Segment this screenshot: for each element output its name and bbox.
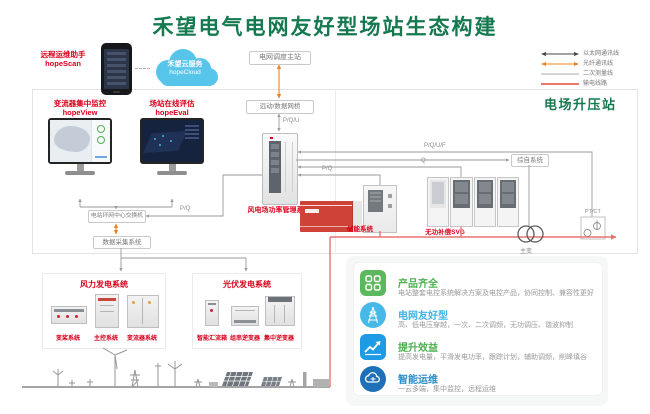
solar-array-small bbox=[261, 376, 282, 387]
power-line-sample bbox=[541, 83, 579, 85]
combiner-box-image bbox=[205, 300, 219, 326]
remote-assistant-product: hopeScan bbox=[45, 59, 81, 68]
remote-assistant-name: 远程运维助手 bbox=[40, 50, 86, 59]
phone-cloud-dashed-link bbox=[135, 68, 150, 69]
growth-chart-icon bbox=[360, 334, 386, 360]
legend-row-fiber: 光纤通讯线 bbox=[541, 59, 643, 69]
wind-turbine-mid bbox=[167, 361, 183, 387]
wind-panel-title: 风力发电系统 bbox=[80, 280, 128, 289]
solar-array-large bbox=[222, 371, 253, 387]
legend-row-measurement: 二次测量线 bbox=[541, 69, 643, 79]
feature-row-smart-om: 智能运维 一云多端，集中监控，远程运维 bbox=[360, 366, 596, 396]
data-acquisition-box: 数据采集系统 bbox=[93, 236, 151, 249]
china-map-graphic bbox=[54, 126, 90, 152]
legend: 以太网通讯线 光纤通讯线 二次测量线 输电线路 bbox=[541, 49, 643, 89]
scenery-silhouette bbox=[22, 347, 330, 388]
page-title: 禾望电气电网友好型场站生态构建 bbox=[152, 16, 498, 39]
pv-generation-panel: 光伏发电系统 智能汇流箱 组串逆变器 集中逆变器 bbox=[192, 273, 302, 349]
hopeview-monitor bbox=[48, 118, 112, 175]
cloud-label: 禾望云服务 hopeCloud bbox=[148, 60, 222, 77]
string-inverter-image bbox=[231, 306, 259, 326]
power-management-cabinet bbox=[262, 133, 298, 205]
wind-turbine-large bbox=[102, 347, 128, 387]
ethernet-line-sample bbox=[541, 52, 579, 56]
pitch-system-image bbox=[51, 306, 87, 324]
feature-row-grid-friendly: 电网友好型 高、低电压穿越，一次、二次调频，无功调压、谐波抑制 bbox=[360, 302, 596, 332]
ring-network-switch-box: 电站环网中心交换机 bbox=[88, 210, 146, 223]
pylon-icon bbox=[360, 302, 386, 328]
hopeview-screen bbox=[50, 120, 110, 162]
feature-row-products: 产品齐全 电站整套电控系统解决方案及电控产品，协同控制、兼容性更好 bbox=[360, 270, 596, 300]
pqu-line-label: P/Q/U bbox=[283, 118, 300, 124]
cloud-product: hopeCloud bbox=[169, 69, 201, 76]
smartphone-image bbox=[101, 43, 132, 95]
pq-left-line-label: P/Q bbox=[180, 206, 191, 212]
pv-panel-title: 光伏发电系统 bbox=[223, 280, 271, 289]
q-line-label: Q bbox=[421, 158, 426, 164]
pquf-line-label: P/Q/U/F bbox=[424, 143, 446, 149]
pq-right-line-label: P/Q bbox=[322, 166, 333, 172]
wind-generation-panel: 风力发电系统 变桨系统 主控系统 变流器系统 bbox=[42, 273, 166, 349]
data-gateway-box: 远动/数据网桥 bbox=[246, 100, 314, 114]
hopeeval-monitor bbox=[140, 118, 204, 175]
substation-region-label: 电场升压站 bbox=[544, 97, 617, 112]
svg-compensation-label: 无功补偿SVG bbox=[425, 229, 465, 236]
ptct-label: PT/CT bbox=[585, 209, 601, 215]
cloud-om-icon bbox=[360, 366, 386, 392]
converter-system-image bbox=[127, 295, 159, 328]
storage-label: 储能系统 bbox=[347, 226, 373, 233]
hopeeval-label: 场站在线评估 hopeEval bbox=[149, 99, 195, 117]
automation-system-box: 综自系统 bbox=[511, 154, 549, 167]
transformer-label: 主变 bbox=[520, 249, 533, 255]
hopeeval-screen bbox=[142, 120, 202, 162]
power-management-label: 风电场功率管理系统 bbox=[247, 207, 311, 214]
main-control-image bbox=[95, 294, 119, 328]
remote-assistant-label: 远程运维助手 hopeScan bbox=[26, 50, 100, 68]
wind-turbine-small bbox=[52, 369, 64, 387]
fiber-line-sample bbox=[541, 62, 579, 66]
cloud-name: 禾望云服务 bbox=[167, 61, 203, 68]
phone-screen bbox=[104, 49, 129, 89]
svg-compensation-cabinets bbox=[427, 177, 519, 227]
grid-dispatch-station-box: 电网调度主站 bbox=[249, 51, 311, 65]
measurement-line-sample bbox=[541, 73, 579, 75]
central-inverter-image bbox=[265, 296, 295, 326]
feature-card: 产品齐全 电站整套电控系统解决方案及电控产品，协同控制、兼容性更好 电网友好型 … bbox=[353, 262, 603, 396]
lattice-pylon bbox=[130, 369, 140, 388]
legend-row-power: 输电线路 bbox=[541, 79, 643, 89]
product-grid-icon bbox=[360, 270, 386, 296]
hopeview-label: 变流器集中监控 hopeView bbox=[53, 99, 107, 117]
legend-row-ethernet: 以太网通讯线 bbox=[541, 49, 643, 59]
feature-row-efficiency: 提升效益 提高发电量，平滑发电功率，跟踪计划，辅助调频，削峰填谷 bbox=[360, 334, 596, 364]
cloud-icon bbox=[156, 49, 218, 86]
